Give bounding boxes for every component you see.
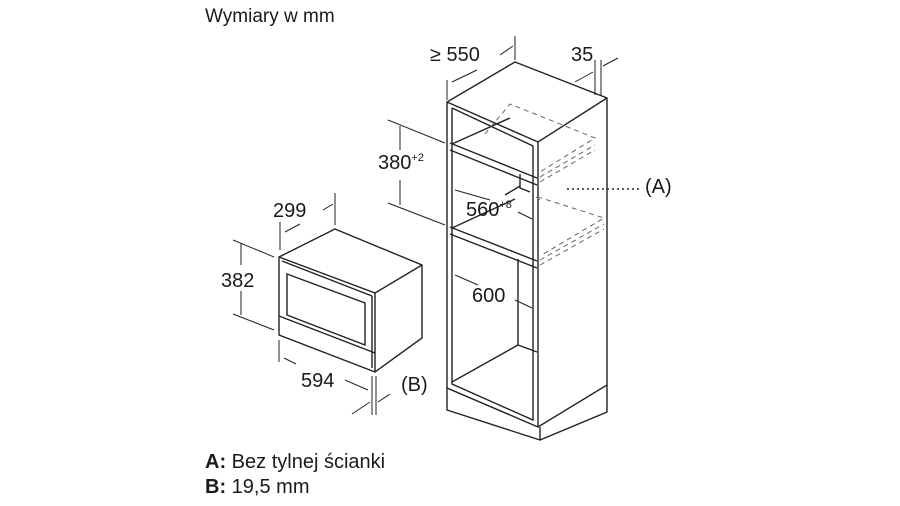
marker-a: (A): [645, 176, 672, 198]
dimension-lines: [232, 36, 619, 415]
dim-device-height: 382: [221, 270, 255, 292]
cabinet: [446, 61, 640, 441]
built-in-device: [278, 228, 423, 373]
dim-cabinet-depth: ≥ 550: [430, 44, 480, 66]
dim-device-width: 594: [301, 370, 335, 392]
legend-item-a: A: Bez tylnej ścianki: [205, 451, 385, 474]
niche-width-value: 560: [466, 199, 500, 221]
dim-device-depth: 299: [273, 200, 307, 222]
niche-width-tolerance: +8: [499, 199, 512, 211]
dim-niche-width: 560+8: [466, 199, 512, 222]
legend-item-b: B: 19,5 mm: [205, 476, 309, 499]
legend-text: Bez tylnej ścianki: [231, 451, 386, 473]
legend-text: 19,5 mm: [231, 476, 310, 498]
legend-key: A:: [205, 451, 227, 473]
dim-front-offset: 35: [571, 44, 594, 66]
dim-niche-height: 380+2: [378, 152, 424, 175]
marker-b: (B): [401, 374, 428, 396]
dim-cabinet-width: 600: [472, 285, 506, 307]
niche-height-tolerance: +2: [411, 152, 424, 164]
niche-height-value: 380: [378, 152, 412, 174]
legend-key: B:: [205, 476, 227, 498]
diagram-title: Wymiary w mm: [205, 6, 335, 27]
